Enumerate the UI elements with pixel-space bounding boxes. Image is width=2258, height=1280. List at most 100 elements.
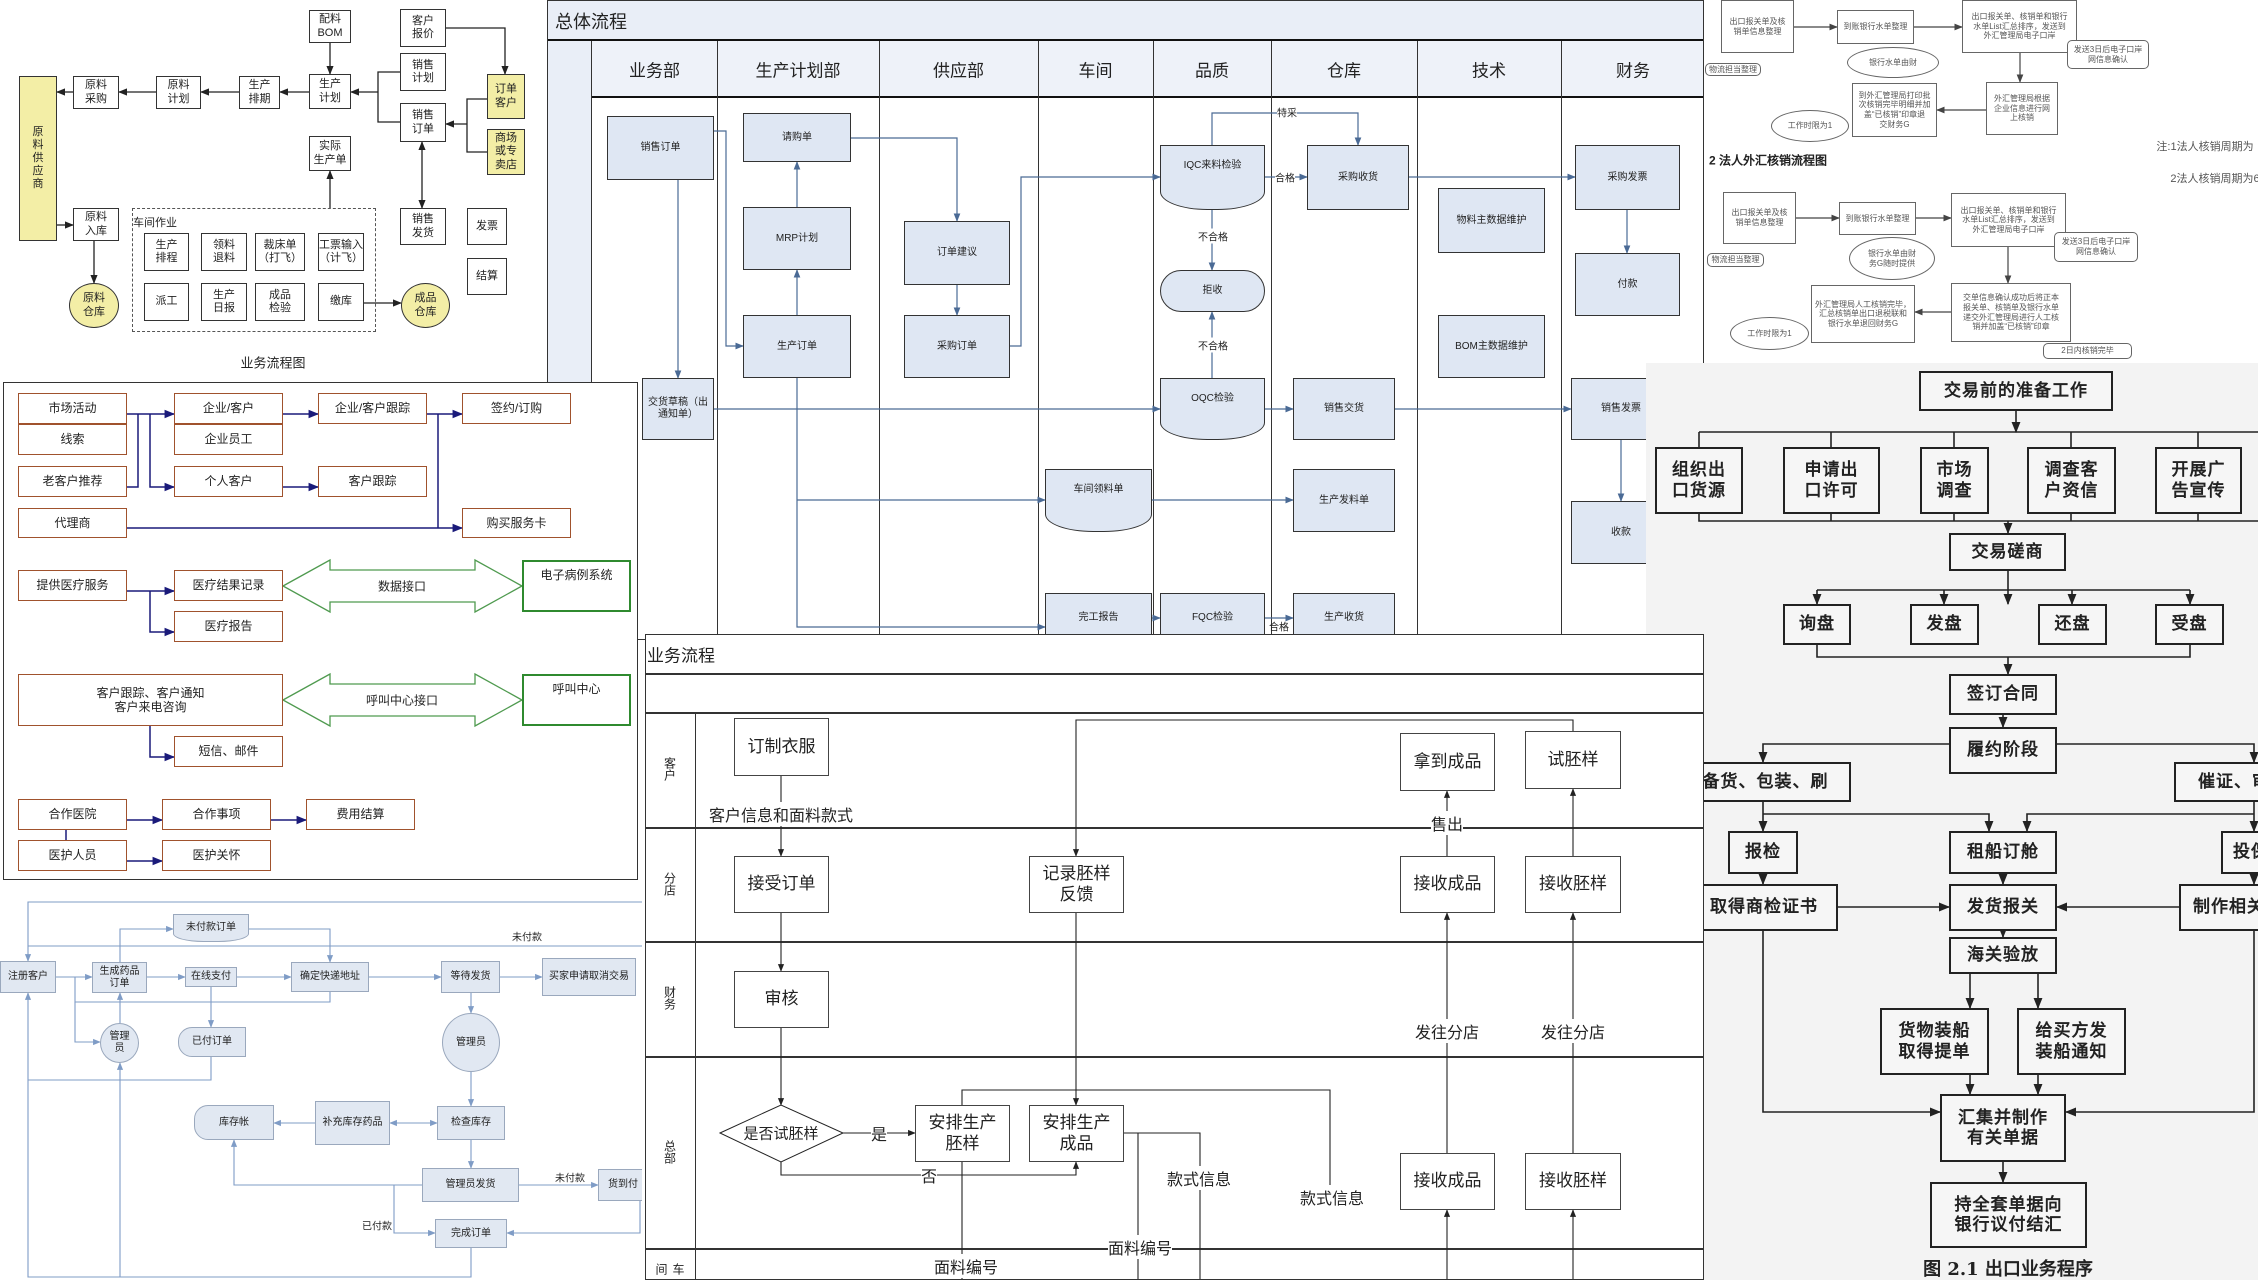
flow-node: 生产发料单 (1293, 469, 1395, 532)
flow-node: 采购发票 (1575, 145, 1680, 210)
flow-node: 接收成品 (1400, 856, 1495, 913)
connector-arrow (127, 414, 139, 488)
flow-node: BOM主数据维护 (1438, 315, 1545, 378)
flow-node: 客户跟踪、客户通知 客户来电咨询 (18, 674, 283, 726)
decision-label: 是否试胚样 (743, 1124, 819, 1143)
flow-node: 管理员 (442, 1013, 500, 1072)
flow-node: OQC检验 (1160, 378, 1265, 440)
lane-divider (717, 41, 718, 639)
flow-node: 接收胚样 (1525, 1153, 1621, 1210)
flow-node: 生产 计划 (309, 74, 351, 109)
flow-node: 物流担当整理 (1705, 63, 1761, 76)
lane-divider (646, 712, 1703, 714)
diagram-title: 总体流程 (555, 12, 627, 32)
flow-node: 到账银行水单整理 (1839, 202, 1916, 235)
flow-node: 接受订单 (734, 856, 829, 913)
flow-node: 生产收货 (1293, 593, 1395, 639)
flow-node: 库存帐 (194, 1105, 274, 1140)
flow-node: 租船订舱 (1949, 831, 2057, 874)
flow-node: FQC检验 (1160, 593, 1265, 639)
flow-node: 合作医院 (18, 799, 127, 830)
lane-divider (646, 1248, 1703, 1250)
flow-node: 采购收货 (1307, 145, 1409, 210)
flow-node: 2日内核销完毕 (2043, 343, 2132, 359)
flow-node: 工作时限为1 (1771, 110, 1849, 142)
flow-node: 管理员发货 (422, 1168, 519, 1202)
lane-header: 仓库 (1327, 61, 1361, 81)
connector-arrow (1138, 1132, 1201, 1279)
flow-node: 询盘 (1783, 604, 1851, 645)
flow-node: 外汇管理局根据 企业信息进行网 上核销 (1986, 82, 2058, 135)
lane-header: 技术 (1472, 61, 1506, 81)
flow-node: 催证、审 (2174, 762, 2258, 802)
flow-node: 受盘 (2155, 604, 2224, 645)
flow-node: 到外汇管理局打印批 次核销完毕明细并加 盖“已核销”印章退 交财务G (1852, 83, 1937, 137)
flow-node: 给买方发 装船通知 (2017, 1008, 2126, 1075)
lane-divider (879, 41, 880, 639)
connector-arrow (1816, 645, 2191, 658)
flow-node: 短信、邮件 (174, 736, 283, 767)
flow-node: 买家申请取消交易 (542, 958, 636, 996)
flow-node: 缴库 (318, 283, 364, 321)
flow-node: 出口报关单、核销单和银行 水单List汇总排序，发送到 外汇管理局电子口岸 (1951, 193, 2066, 247)
connector-arrow (249, 928, 334, 963)
flow-node: 调查客 户资信 (2027, 447, 2116, 514)
flow-node: 车间领料单 (1045, 469, 1152, 532)
flow-label: 不合格 (1198, 228, 1228, 244)
connector-arrow (714, 130, 744, 350)
note: 2法人核销周期为6 (2170, 173, 2258, 185)
lane-label: 分店 (662, 872, 677, 896)
flow-node: 海关验放 (1949, 937, 2057, 974)
flow-node: 生产订单 (743, 315, 851, 378)
flow-node: 出口报关单及核 销单信息整理 (1721, 0, 1794, 53)
lane-divider (695, 712, 696, 1279)
flow-node: 订制衣服 (734, 718, 829, 776)
flow-label: 面料编号 (933, 1254, 999, 1278)
flow-node: 呼叫中心 (522, 674, 631, 726)
lane-header: 财务 (1616, 61, 1650, 81)
flow-node: 物料主数据维护 (1438, 188, 1545, 253)
flow-node: 出口报关单、核销单和银行 水单List汇总排序，发送到 外汇管理局电子口岸 (1962, 0, 2077, 53)
flow-node: 完成订单 (435, 1219, 507, 1248)
flow-label: 否 (920, 1163, 938, 1187)
connector-arrow (851, 137, 961, 222)
flow-node: 申请出 口许可 (1783, 447, 1880, 514)
lane-header: 供应部 (933, 61, 984, 81)
connector-arrow (230, 1139, 422, 1186)
diagram-caption: 业务流程图 (240, 355, 306, 371)
connector-layer (56, 27, 509, 307)
connector-arrow (506, 1201, 641, 1237)
flow-node: 原 料 供 应 商 (19, 76, 57, 241)
overall-process-swimlane-diagram: 总体流程业务部生产计划部供应部车间品质仓库技术财务销售订单交货草稿（出 通知单）… (547, 0, 1704, 640)
flow-node: 生成药品 订单 (92, 962, 147, 993)
connector-arrow (446, 27, 509, 75)
flow-node: 订单 客户 (487, 74, 525, 119)
flow-node: 采购订单 (904, 315, 1010, 378)
flow-node: 履约阶段 (1949, 727, 2057, 774)
flow-node: 检查库存 (437, 1106, 505, 1140)
flow-node: 客户跟踪 (318, 466, 427, 497)
flow-node: 医护人员 (18, 840, 127, 871)
flow-node: 等待发货 (441, 961, 500, 993)
lane-divider (1153, 41, 1154, 639)
flow-node: 持全套单据向 银行议付结汇 (1930, 1182, 2087, 1248)
flow-node: 代理商 (18, 508, 127, 538)
flow-label: 面料编号 (1107, 1235, 1173, 1259)
flow-node: 开展广 告宣传 (2155, 447, 2242, 514)
flow-node: 货到付 (598, 1169, 642, 1201)
flow-node: 医疗报告 (174, 611, 283, 642)
flow-node: 交货草稿（出 通知单） (642, 378, 714, 440)
lane-divider (1417, 41, 1418, 639)
flow-node: 汇集并制作 有关单据 (1940, 1094, 2066, 1162)
connector-arrow (377, 71, 400, 123)
flow-node: 试胚样 (1525, 731, 1621, 789)
lane-divider (1561, 41, 1562, 639)
flow-node: 制作相关 (2179, 884, 2258, 931)
flow-node: 注册客户 (0, 961, 56, 993)
flow-label: 是 (870, 1121, 888, 1145)
lane-divider (646, 673, 1703, 675)
flow-node: 老客户推荐 (18, 466, 127, 497)
flow-label: 款式信息 (1166, 1166, 1232, 1190)
flow-node: 购买服务卡 (462, 508, 571, 538)
